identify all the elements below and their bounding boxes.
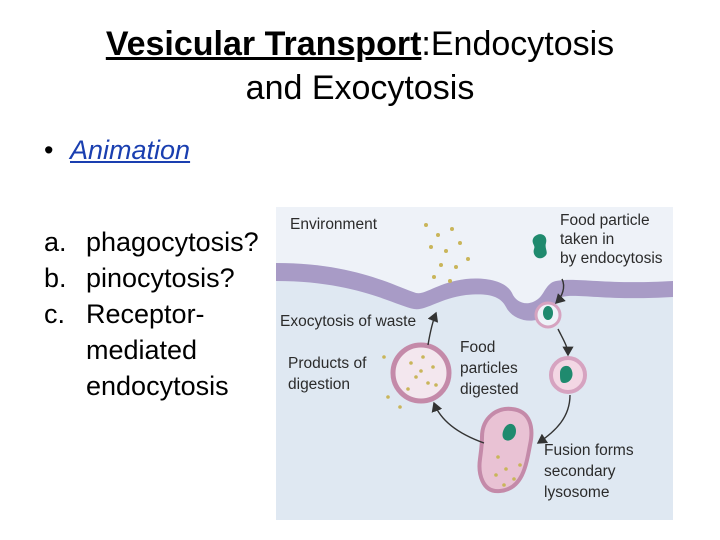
- title-line-2: and Exocytosis: [245, 69, 475, 107]
- slide-title: Vesicular Transport:Endocytosis and Exoc…: [0, 22, 720, 110]
- secondary-lysosome: [477, 406, 534, 494]
- svg-text:Fusion forms: Fusion forms: [544, 442, 634, 459]
- svg-text:by endocytosis: by endocytosis: [560, 250, 663, 267]
- list-item: b.pinocytosis?: [44, 263, 235, 293]
- svg-text:particles: particles: [460, 360, 518, 377]
- process-arrows: [427, 278, 574, 444]
- title-underlined: Vesicular Transport: [105, 25, 422, 63]
- title-line-1: Vesicular Transport:Endocytosis: [0, 22, 720, 66]
- label-exocytosis: Exocytosis of waste: [280, 313, 416, 330]
- svg-text:secondary: secondary: [544, 463, 616, 480]
- environment: [276, 207, 673, 304]
- svg-text:digestion: digestion: [288, 376, 350, 393]
- svg-text:digested: digested: [460, 381, 519, 398]
- food-particle: [532, 234, 547, 259]
- list-item: c.Receptor-mediated endocytosis: [44, 299, 229, 401]
- animation-bullet: • Animation: [44, 132, 190, 168]
- svg-text:Products of: Products of: [288, 355, 367, 372]
- question-list: a.phagocytosis? b.pinocytosis? c.Recepto…: [44, 224, 280, 404]
- bullet-dot: •: [44, 135, 54, 165]
- list-item: a.phagocytosis?: [44, 227, 259, 257]
- vesicular-transport-diagram: Environment Food particle taken in by en…: [276, 207, 673, 520]
- svg-text:Food particle: Food particle: [560, 212, 650, 229]
- animation-link[interactable]: Animation: [70, 135, 191, 165]
- svg-text:taken in: taken in: [560, 231, 614, 248]
- svg-text:lysosome: lysosome: [544, 484, 609, 501]
- title-rest: :Endocytosis: [421, 25, 615, 63]
- svg-text:Food: Food: [460, 339, 495, 356]
- digestion-vesicle: [390, 342, 452, 404]
- label-environment: Environment: [290, 216, 378, 233]
- waste-dots: [424, 223, 470, 283]
- cell-membrane: [276, 263, 673, 321]
